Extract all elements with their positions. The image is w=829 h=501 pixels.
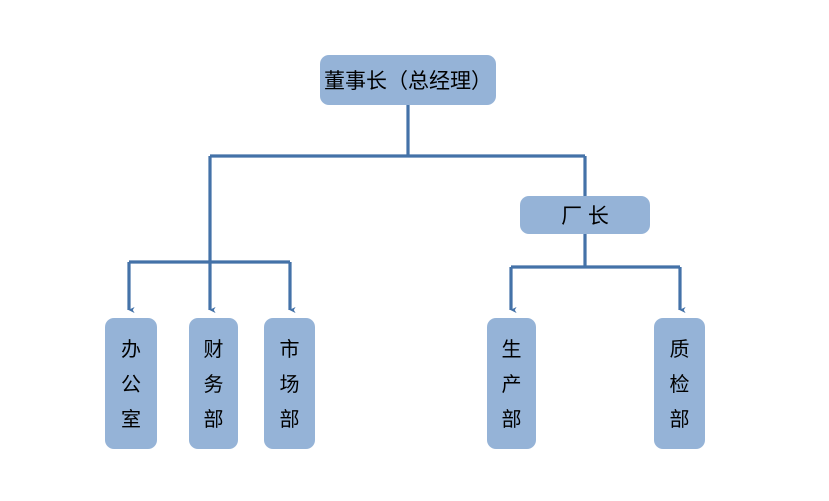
node-finance-char-1: 财 [203,338,224,361]
node-market-char-3: 部 [279,408,300,431]
node-quality-char-2: 检 [669,373,690,396]
node-chairman-label: 董事长（总经理） [324,70,492,93]
node-finance-char-2: 务 [203,373,224,396]
node-market[interactable]: 市 场 部 [264,318,315,449]
node-production[interactable]: 生 产 部 [487,318,536,449]
node-office-char-3: 室 [121,408,141,431]
node-plant-manager-label: 厂 长 [561,205,609,228]
node-production-char-2: 产 [501,373,522,396]
node-market-char-2: 场 [279,373,300,396]
node-quality-char-3: 部 [669,408,690,431]
node-office-char-2: 公 [121,373,141,396]
node-finance[interactable]: 财 务 部 [189,318,238,449]
node-office[interactable]: 办 公 室 [105,318,157,449]
node-production-char-3: 部 [501,408,522,431]
node-office-char-1: 办 [121,338,141,361]
node-chairman[interactable]: 董事长（总经理） [320,55,496,105]
node-plant-manager[interactable]: 厂 长 [520,196,650,234]
node-market-char-1: 市 [279,338,300,361]
node-production-char-1: 生 [501,338,522,361]
node-quality-char-1: 质 [669,338,690,361]
node-quality[interactable]: 质 检 部 [654,318,705,449]
node-finance-char-3: 部 [203,408,224,431]
